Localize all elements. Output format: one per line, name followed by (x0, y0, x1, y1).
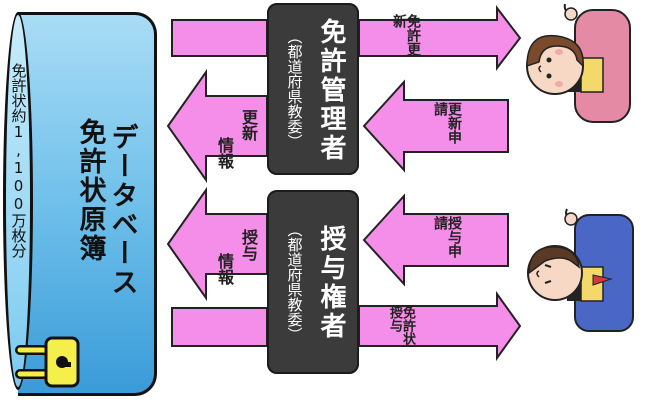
database-capacity-label: 免許状約1,100万枚分 (9, 62, 28, 258)
label-update-info-b: 情報 (215, 137, 234, 169)
manager-box (267, 3, 359, 175)
label-grant-info-a: 授与 (239, 229, 258, 261)
database-cylinder-top (3, 12, 33, 390)
label-update-info-a: 更新 (239, 109, 258, 141)
arrow-license-renewal (358, 5, 522, 71)
label-renew-request: 更新申請 (432, 102, 462, 144)
teacher-blue-figure (527, 208, 634, 332)
lock-icon (15, 336, 80, 388)
granter-box (267, 190, 359, 374)
granter-sub: （都道府県教委） (285, 222, 304, 342)
label-license-grant: 免許状授与 (387, 306, 415, 345)
manager-name: 免許管理者 (316, 17, 346, 163)
database-title-line2: データベース (106, 123, 138, 297)
arrow-db-to-manager (171, 19, 268, 57)
arrow-db-to-granter (171, 307, 268, 347)
granter-name: 授与権者 (316, 225, 346, 341)
arrow-license-grant (358, 290, 522, 362)
arrow-grant-request (362, 193, 509, 287)
arrow-update-info (166, 68, 268, 184)
manager-sub: （都道府県教委） (285, 29, 304, 149)
teacher-pink-figure (526, 3, 631, 123)
label-grant-info-b: 情報 (215, 253, 234, 285)
arrow-renew-request (362, 79, 509, 173)
database-title-line1: 免許状原簿 (74, 117, 106, 263)
label-grant-request: 授与申請 (432, 216, 462, 258)
database-cylinder (18, 12, 157, 396)
label-license-renewal: 免許更新 (391, 14, 421, 56)
arrow-grant-info (166, 186, 268, 302)
